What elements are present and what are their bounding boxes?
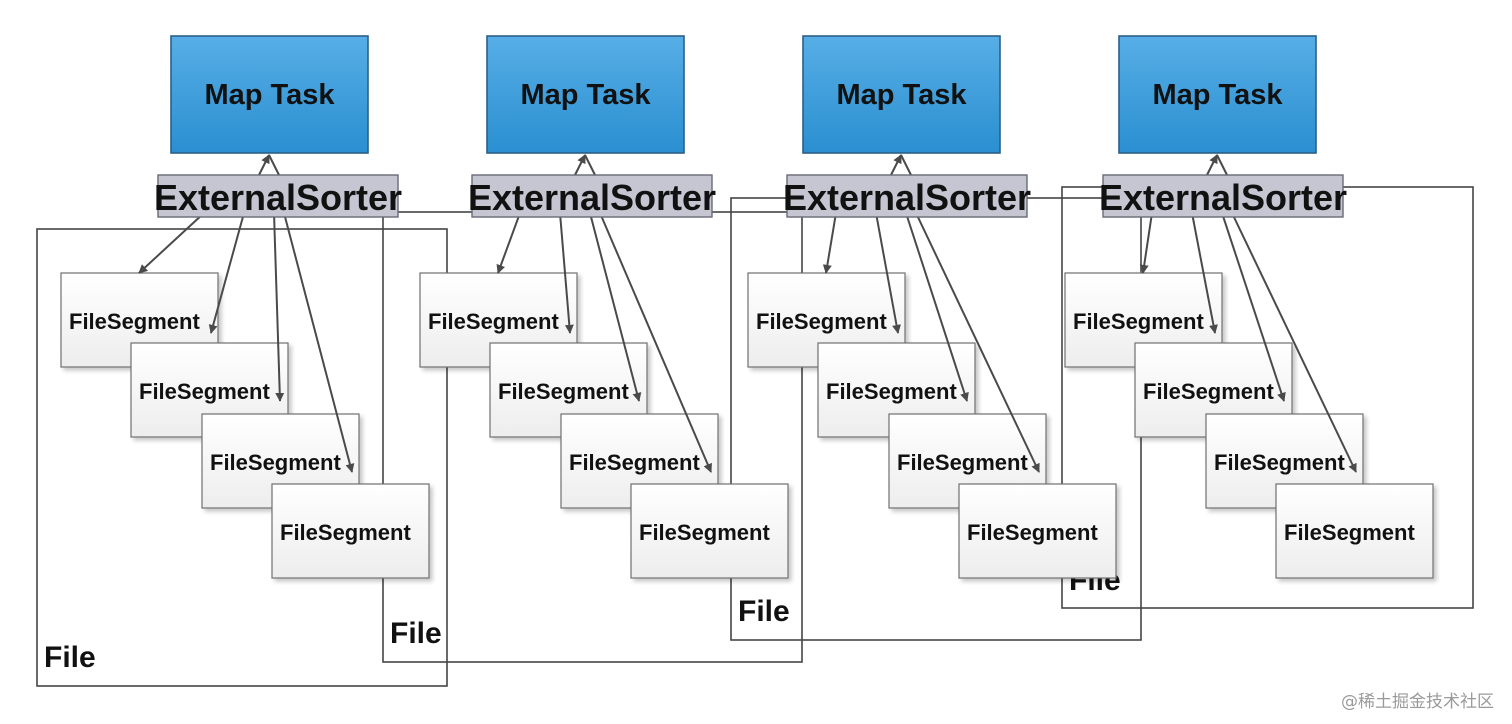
- arrow: [584, 154, 596, 176]
- arrow: [496, 212, 521, 274]
- file-segment-label: FileSegment: [139, 379, 270, 404]
- file-segment-label: FileSegment: [1284, 520, 1415, 545]
- segment-layer: FileSegmentFileSegmentFileSegmentFileSeg…: [60, 272, 1434, 579]
- arrow: [1139, 212, 1153, 274]
- external-sorter-box: [471, 174, 713, 218]
- file-segment-label: FileSegment: [280, 520, 411, 545]
- map-task-box: [1118, 35, 1317, 154]
- external-sorter-label: ExternalSorter: [1099, 177, 1347, 218]
- external-sorter-box: [1102, 174, 1344, 218]
- arrow: [822, 212, 837, 274]
- file-segment-label: FileSegment: [639, 520, 770, 545]
- file-segment-label: FileSegment: [1073, 309, 1204, 334]
- map-task-label: Map Task: [520, 79, 651, 111]
- file-segment-label: FileSegment: [69, 309, 200, 334]
- arrow: [283, 212, 355, 473]
- arrow: [1206, 154, 1218, 176]
- file-segment-label: FileSegment: [498, 379, 629, 404]
- arrow-layer: [138, 154, 1357, 473]
- external-sorter-label: ExternalSorter: [468, 177, 716, 218]
- arrow: [1191, 212, 1218, 334]
- file-segment: [958, 483, 1117, 579]
- file-boundary: [36, 228, 448, 687]
- arrow: [890, 154, 902, 176]
- file-segment-label: FileSegment: [756, 309, 887, 334]
- arrow: [900, 154, 912, 176]
- file-segment-label: FileSegment: [210, 450, 341, 475]
- arrow: [589, 212, 642, 402]
- file-label: File: [44, 641, 96, 674]
- file-segment-label: FileSegment: [569, 450, 700, 475]
- arrow: [559, 212, 574, 334]
- file-segment-label: FileSegment: [826, 379, 957, 404]
- external-sorter-box: [157, 174, 399, 218]
- file-segment-label: FileSegment: [897, 450, 1028, 475]
- map-task-box: [170, 35, 369, 154]
- arrow: [905, 212, 969, 402]
- watermark: @稀土掘金技术社区: [1341, 692, 1494, 712]
- map-task-box: [802, 35, 1001, 154]
- arrow: [1231, 212, 1357, 473]
- file-segment-label: FileSegment: [967, 520, 1098, 545]
- arrow: [1221, 212, 1286, 402]
- file-segment-label: FileSegment: [428, 309, 559, 334]
- file-label: File: [390, 617, 442, 650]
- map-task-box: [486, 35, 685, 154]
- external-sorter-box: [786, 174, 1028, 218]
- arrow: [915, 212, 1040, 473]
- file-label: File: [738, 595, 790, 628]
- map-task-label: Map Task: [836, 79, 967, 111]
- file-segment: [630, 483, 789, 579]
- arrow: [875, 212, 901, 334]
- arrow: [138, 212, 205, 274]
- map-task-label: Map Task: [204, 79, 335, 111]
- external-sorter-label: ExternalSorter: [154, 177, 402, 218]
- map-task-label: Map Task: [1152, 79, 1283, 111]
- arrow: [268, 154, 280, 176]
- file-segment: [271, 483, 430, 579]
- file-segment-label: FileSegment: [1214, 450, 1345, 475]
- arrow: [599, 212, 712, 473]
- arrow: [574, 154, 586, 176]
- arrow: [258, 154, 270, 176]
- file-segment-label: FileSegment: [1143, 379, 1274, 404]
- file-segment: [1275, 483, 1434, 579]
- external-sorter-label: ExternalSorter: [783, 177, 1031, 218]
- arrow: [273, 212, 285, 402]
- arrow: [208, 212, 245, 334]
- arrow: [1216, 154, 1228, 176]
